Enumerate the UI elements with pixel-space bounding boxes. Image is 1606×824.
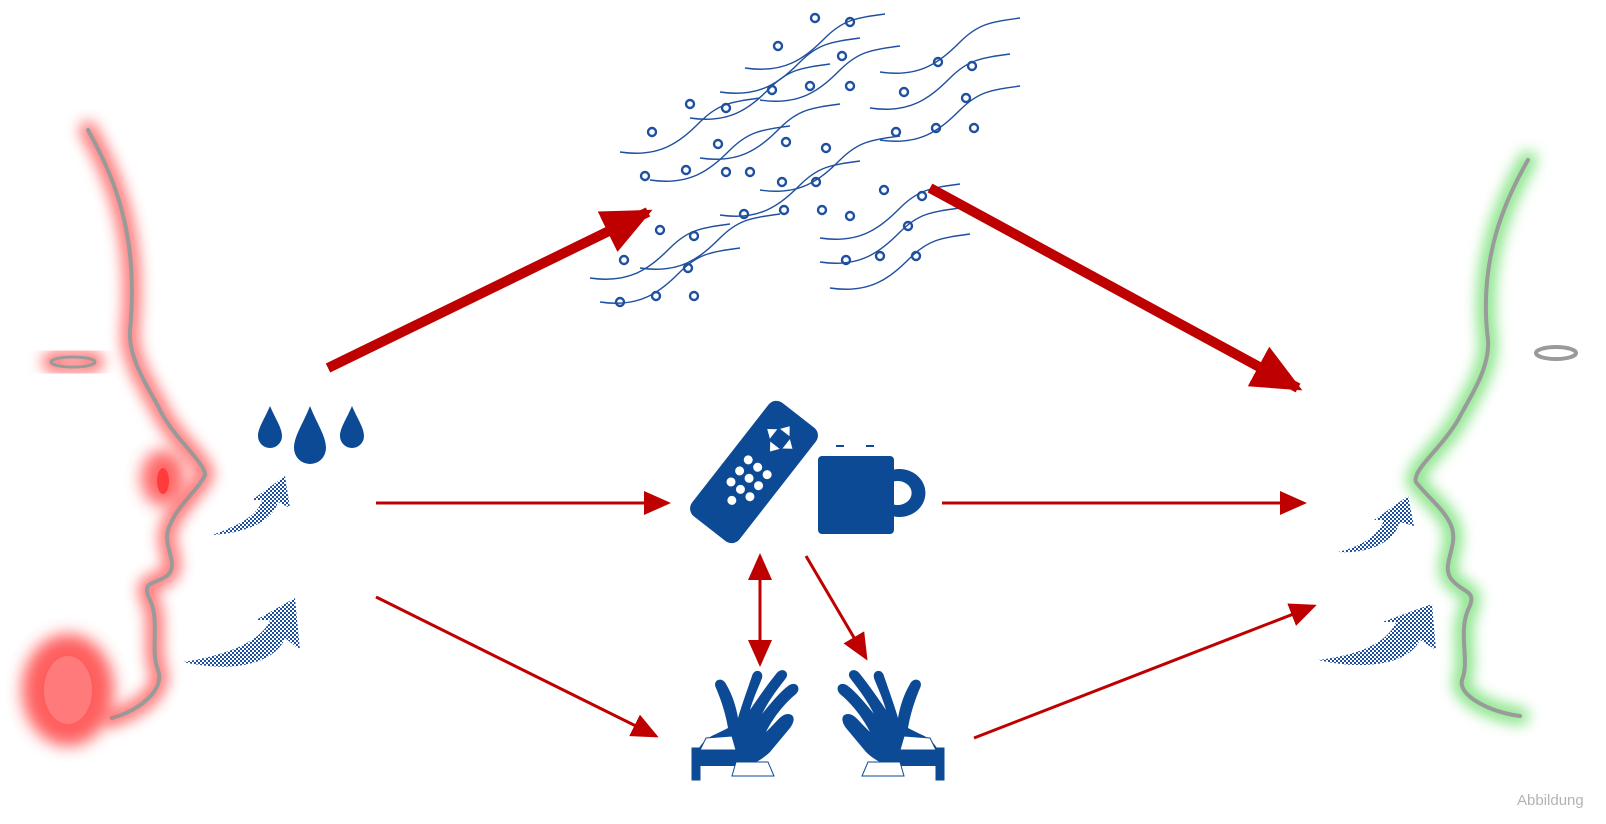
aerosol-particle — [776, 176, 788, 188]
aerosol-particle — [840, 254, 852, 266]
aerosol-particle — [650, 290, 662, 302]
aerosol-wave — [719, 37, 861, 94]
arrow-droplets-to-aerosols — [325, 207, 653, 373]
aerosol-particle — [688, 230, 700, 242]
aerosol-particle — [682, 262, 694, 274]
face-profile-green-glow-icon — [1406, 151, 1578, 725]
aerosol-wave — [639, 213, 781, 270]
aerosol-wave — [619, 97, 761, 154]
arrow-hands-to-healthy — [973, 603, 1317, 740]
aerosol-particle — [778, 204, 790, 216]
aerosol-particle — [890, 126, 902, 138]
hands-icon — [691, 670, 945, 781]
aerosol-particle — [916, 190, 928, 202]
aerosol-wave — [759, 135, 901, 192]
face-profile-red-glow-icon — [22, 121, 215, 746]
aerosol-particle — [684, 98, 696, 110]
aerosol-particle — [688, 290, 700, 302]
aerosol-wave — [869, 53, 1011, 110]
aerosol-wave — [699, 103, 841, 160]
airflow-arrow-icon — [183, 476, 300, 667]
aerosol-wave — [744, 13, 886, 70]
aerosol-particle — [968, 122, 980, 134]
aerosol-wave — [719, 160, 861, 217]
aerosol-wave — [879, 17, 1021, 74]
aerosol-wave — [819, 207, 961, 264]
aerosol-particle — [744, 166, 756, 178]
aerosol-particle — [810, 176, 822, 188]
aerosol-particle — [874, 250, 886, 262]
remote-control-icon — [690, 400, 818, 544]
aerosol-particle — [809, 12, 821, 24]
aerosol-particle — [898, 86, 910, 98]
aerosol-wave — [599, 247, 741, 304]
aerosol-particle — [844, 210, 856, 222]
aerosol-particle — [836, 50, 848, 62]
aerosol-particle — [639, 170, 651, 182]
aerosol-particle — [930, 122, 942, 134]
inhale-airflow-arrow-icon — [1318, 496, 1436, 666]
aerosol-particle — [654, 224, 666, 236]
arrow-infected-to-hands — [375, 595, 659, 738]
aerosol-particle — [772, 40, 784, 52]
mug-icon — [818, 445, 926, 534]
droplets-icon — [258, 406, 364, 464]
aerosol-particle — [680, 164, 692, 176]
aerosol-wave — [689, 63, 831, 120]
figure-caption: Abbildung — [1517, 792, 1584, 809]
aerosol-particle — [820, 142, 832, 154]
arrow-aerosols-to-healthy — [927, 183, 1303, 393]
aerosol-particle — [902, 220, 914, 232]
aerosol-particle — [910, 250, 922, 262]
aerosol-particle — [816, 204, 828, 216]
aerosol-wave — [879, 85, 1021, 142]
aerosol-particle — [720, 102, 732, 114]
aerosol-particle — [878, 184, 890, 196]
aerosol-particle — [618, 254, 630, 266]
aerosol-wave — [589, 223, 731, 280]
aerosol-particle — [960, 92, 972, 104]
aerosol-wave — [759, 45, 901, 102]
aerosol-particle — [766, 84, 778, 96]
transmission-arrows — [325, 183, 1317, 740]
aerosol-particle — [844, 80, 856, 92]
aerosol-particle — [712, 138, 724, 150]
aerosol-particle — [780, 136, 792, 148]
aerosol-wave — [829, 233, 971, 290]
aerosol-cloud-icon — [589, 12, 1021, 308]
aerosol-particle — [804, 80, 816, 92]
aerosol-particle — [646, 126, 658, 138]
arrow-objects-to-hands — [804, 555, 868, 661]
aerosol-wave — [649, 125, 791, 182]
aerosol-particle — [614, 296, 626, 308]
hand-right-icon — [837, 670, 945, 781]
aerosol-particle — [932, 56, 944, 68]
aerosol-particle — [720, 166, 732, 178]
aerosol-particle — [966, 60, 978, 72]
hand-left-icon — [691, 670, 799, 781]
aerosol-particle — [844, 16, 856, 28]
aerosol-particle — [738, 208, 750, 220]
